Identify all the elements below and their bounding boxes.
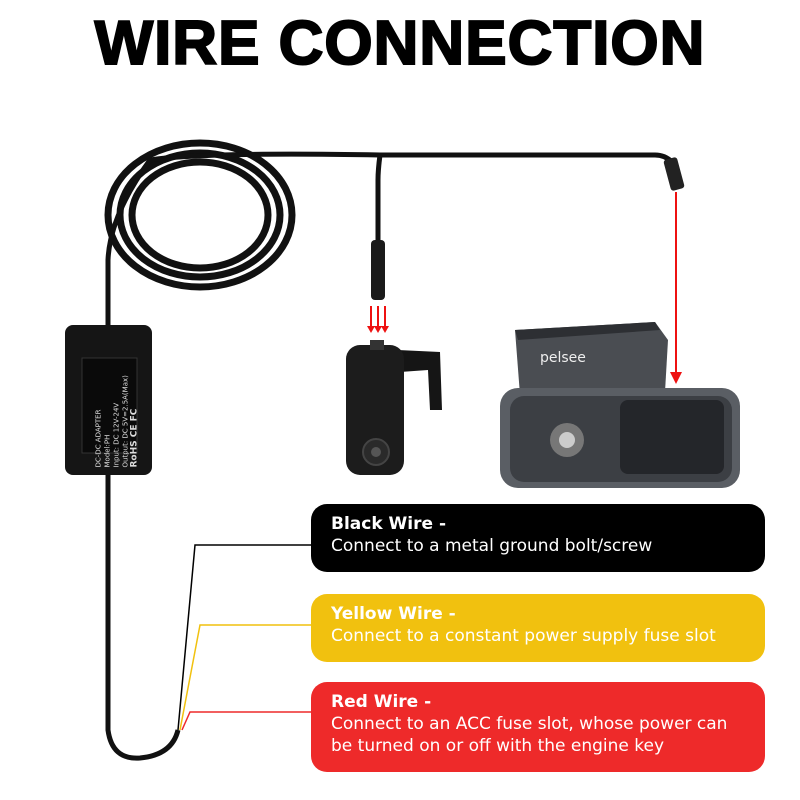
rear-connector <box>371 240 385 300</box>
lower-cable <box>105 475 181 761</box>
front-plug <box>663 157 685 191</box>
adapter-label: DC-DC ADAPTER Model:PH Input: DC 12V-24V… <box>94 338 140 468</box>
black-wire <box>177 544 311 731</box>
adapter-label-line: Input: DC 12V-24V <box>112 402 121 468</box>
adapter-label-line: RoHS CE FC <box>129 408 140 468</box>
cable-coil <box>104 139 296 291</box>
page-title: WIRE CONNECTION <box>94 8 706 79</box>
yellow-wire-desc: Connect to a constant power supply fuse … <box>331 626 716 646</box>
adapter-label-line: DC-DC ADAPTER <box>94 409 103 468</box>
rear-arrows <box>370 306 386 328</box>
yellow-wire-callout: Yellow Wire - Connect to a constant powe… <box>311 594 765 662</box>
red-wire <box>181 711 311 731</box>
camera-brand: pelsee <box>540 350 586 366</box>
black-wire-title: Black Wire - <box>331 514 447 534</box>
black-wire-desc: Connect to a metal ground bolt/screw <box>331 536 653 556</box>
red-wire-title: Red Wire - <box>331 692 432 712</box>
yellow-wire <box>179 624 311 731</box>
red-wire-callout: Red Wire - Connect to an ACC fuse slot, … <box>311 682 765 772</box>
rear-cable <box>375 154 383 245</box>
power-cable <box>105 151 674 325</box>
arrow-head-icon <box>670 372 682 384</box>
rear-camera <box>346 340 442 475</box>
front-camera: pelsee <box>500 322 740 488</box>
yellow-wire-title: Yellow Wire - <box>331 604 456 624</box>
adapter-label-line: Model:PH <box>103 434 112 468</box>
red-wire-desc: Connect to an ACC fuse slot, whose power… <box>331 714 728 756</box>
black-wire-callout: Black Wire - Connect to a metal ground b… <box>311 504 765 572</box>
